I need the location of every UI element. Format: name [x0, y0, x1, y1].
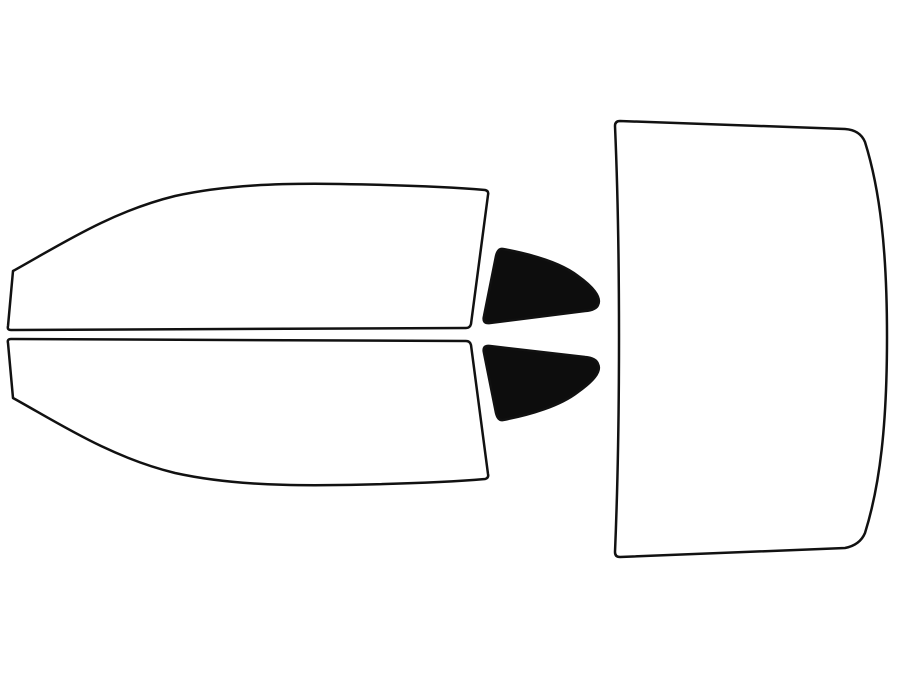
front-door-window-bottom[interactable]	[6, 337, 490, 487]
rear-quarter-window-top[interactable]	[482, 247, 601, 325]
front-door-window-top[interactable]	[6, 182, 490, 332]
rear-windshield[interactable]	[613, 119, 889, 559]
rear-quarter-window-bottom[interactable]	[482, 344, 601, 422]
